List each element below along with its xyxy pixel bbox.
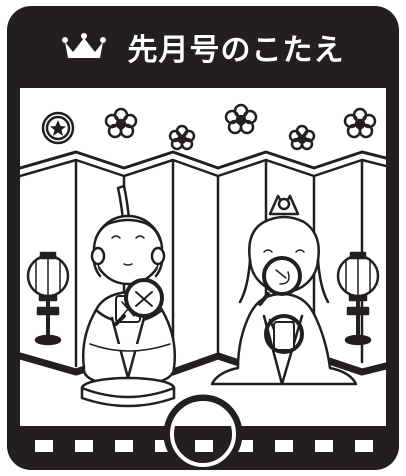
star-emblem-icon [41,111,75,145]
film-perforations [35,440,373,452]
film-strip-footer [7,426,399,470]
hina-dolls-illustration [20,103,386,408]
magnifier-mark [258,256,302,306]
illustration-panel [20,88,386,426]
plum-blossom-icon [288,124,316,151]
quiz-answer-card: 先月号のこたえ [7,6,399,470]
plum-blossom-icon [104,107,138,139]
magnifier-mark [114,278,164,326]
card-header: 先月号のこたえ [7,6,399,88]
answer-circle [264,314,304,354]
lantern-right [336,251,380,346]
answer-highlight-circle [163,394,243,470]
page-title: 先月号のこたえ [127,33,345,68]
plum-blossom-icon [343,107,377,139]
crown-icon [61,33,106,58]
lantern-left [26,251,70,346]
plum-blossom-icon [168,124,196,151]
plum-blossom-icon [224,103,258,135]
